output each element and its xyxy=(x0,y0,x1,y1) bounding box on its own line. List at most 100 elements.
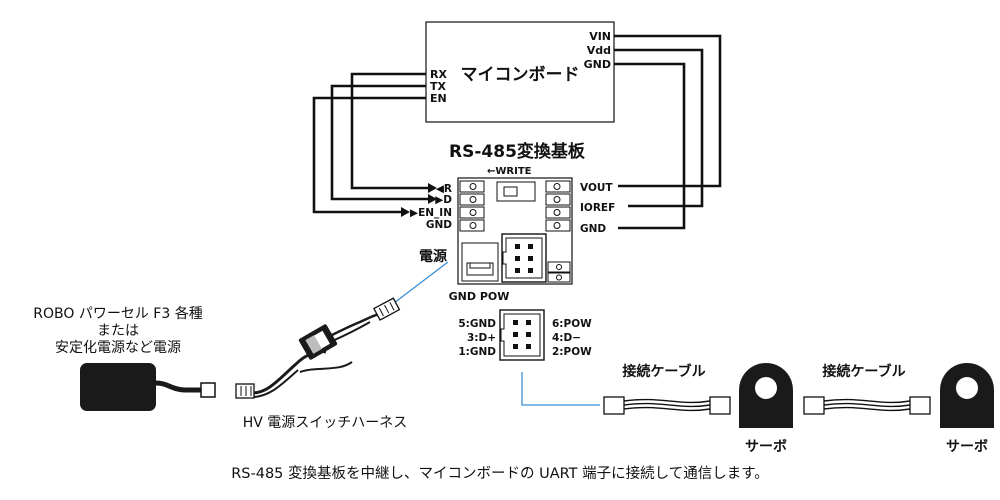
conv-pin-d: ▶D xyxy=(435,194,452,206)
connector-pin xyxy=(513,344,518,349)
plug-slot xyxy=(389,302,395,311)
arrowhead-en-in xyxy=(401,207,410,217)
microcontroller-outline xyxy=(425,21,615,123)
power-connector-socket xyxy=(466,262,494,276)
harness-switch xyxy=(298,324,338,360)
cable-wire xyxy=(623,402,711,408)
connector-pin xyxy=(515,244,520,249)
converter-right-header xyxy=(545,180,571,232)
header-hole xyxy=(469,196,477,203)
pinout-left-3: 3:D+ xyxy=(467,332,496,344)
cable-plug xyxy=(909,396,931,415)
servo-label-2: サーボ xyxy=(946,439,988,455)
servo-connector xyxy=(501,233,547,283)
header-hole xyxy=(469,209,477,216)
battery-body xyxy=(80,363,156,411)
connector-pin xyxy=(515,268,520,273)
connection-cable-1 xyxy=(603,396,731,415)
link-pinout-to-cable xyxy=(521,372,600,406)
pad-hole xyxy=(556,264,562,270)
write-switch xyxy=(496,181,536,202)
plug-slot xyxy=(384,304,390,314)
converter-pads xyxy=(547,261,571,283)
servo-1 xyxy=(739,363,793,428)
connector-pin xyxy=(526,332,531,337)
link-harness-to-power xyxy=(393,261,449,304)
pinout-connector-shroud xyxy=(500,313,541,357)
hv-switch-harness xyxy=(235,297,401,399)
cable-plug xyxy=(803,396,825,415)
connector-pin xyxy=(526,344,531,349)
conv-pin-r: ◀R xyxy=(436,183,452,195)
connector-pin xyxy=(528,256,533,261)
arrowhead-d xyxy=(428,194,437,204)
arrowhead-r xyxy=(428,183,437,193)
cable-wire xyxy=(823,398,911,404)
pinout-connector-body xyxy=(499,309,545,361)
switch-rocker-shade xyxy=(305,335,322,354)
cable-plug xyxy=(709,396,731,415)
harness-cable-upper xyxy=(329,310,385,338)
cable-label-2: 接続ケーブル xyxy=(822,363,905,380)
conv-pin-gnd-right: GND xyxy=(580,223,606,235)
power-source-line-2: または xyxy=(97,323,139,339)
connector-pin xyxy=(528,268,533,273)
battery-pack xyxy=(80,363,216,411)
mcu-pin-vdd: Vdd xyxy=(587,44,611,57)
mcu-pin-vin: VIN xyxy=(589,30,611,43)
wire-rx-r xyxy=(350,72,428,190)
wire-arrowheads xyxy=(401,183,437,217)
plug-slot xyxy=(378,307,384,317)
converter-left-header xyxy=(459,180,485,232)
wire-vdd-ioref xyxy=(614,48,704,208)
write-switch-slider xyxy=(503,186,518,197)
caption: RS-485 変換基板を中継し、マイコンボードの UART 端子に接続して通信し… xyxy=(231,464,769,482)
pinout-left-5: 5:GND xyxy=(458,318,496,330)
pinout-right-2: 2:POW xyxy=(552,346,592,358)
wire-gnd-gnd xyxy=(614,62,686,230)
connector-pin xyxy=(513,332,518,337)
harness-plug-converter xyxy=(373,297,401,321)
power-source-line-3: 安定化電源など電源 xyxy=(55,340,181,356)
servo-connector-shroud xyxy=(502,237,543,279)
power-source-line-1: ROBO パワーセル F3 各種 xyxy=(33,306,202,322)
power-label: 電源 xyxy=(419,248,447,265)
cable-plug xyxy=(603,396,625,415)
write-label: ←WRITE xyxy=(487,166,532,177)
battery-plug xyxy=(200,382,216,398)
microcontroller-title: マイコンボード xyxy=(461,65,580,85)
connector-pin xyxy=(528,244,533,249)
header-hole xyxy=(553,183,561,190)
connector-pinout: 5:GND 3:D+ 1:GND 6:POW 4:D− 2:POW xyxy=(458,309,592,361)
pad-hole xyxy=(556,274,562,281)
pinout-right-4: 4:D− xyxy=(552,332,581,344)
servo-connector-pins xyxy=(515,244,533,273)
conv-pin-vout: VOUT xyxy=(580,182,613,194)
signal-wires xyxy=(312,34,722,230)
converter-bottom-label: GND POW xyxy=(449,290,510,303)
mcu-pin-gnd: GND xyxy=(584,58,611,71)
pinout-pins xyxy=(513,320,531,349)
link-lines xyxy=(393,261,600,406)
harness-cable-main-inner xyxy=(251,369,299,398)
servo-horn xyxy=(755,377,777,399)
harness-cable-lower xyxy=(299,361,353,373)
wire-vin-vout xyxy=(614,34,722,188)
connector-pin xyxy=(513,320,518,325)
servo-connector-body xyxy=(501,233,547,283)
header-hole xyxy=(469,222,477,229)
servo-2 xyxy=(940,363,994,428)
battery-cable xyxy=(155,380,202,393)
mcu-pin-tx: TX xyxy=(430,80,447,93)
header-hole xyxy=(469,183,477,190)
power-connector xyxy=(461,242,499,282)
header-hole xyxy=(553,209,561,216)
power-connector-key xyxy=(469,263,491,269)
conv-pin-ioref: IOREF xyxy=(580,202,615,214)
conv-pin-gnd-left: GND xyxy=(426,219,452,231)
connector-pin xyxy=(515,256,520,261)
converter-board xyxy=(457,177,573,285)
connector-pin xyxy=(526,320,531,325)
mcu-pin-rx: RX xyxy=(430,68,447,81)
